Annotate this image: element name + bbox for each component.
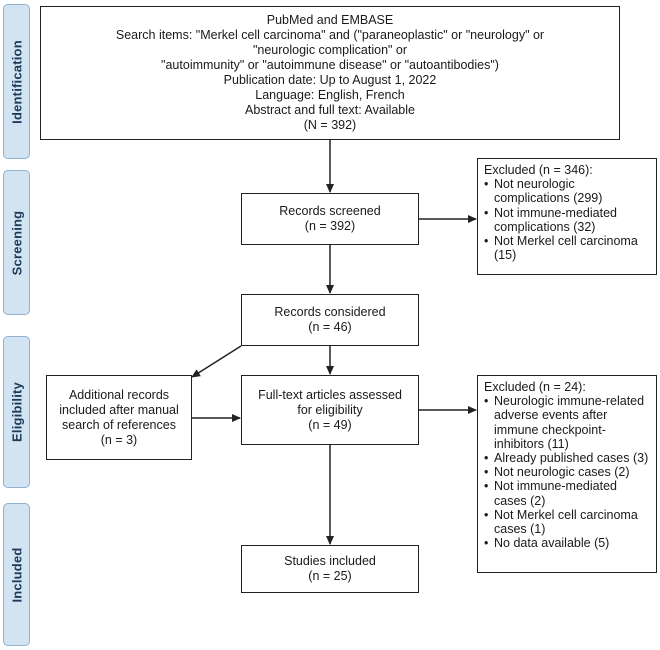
records-considered-count: (n = 46) [308, 320, 352, 334]
excluded-screening-title: Excluded (n = 346): [484, 163, 593, 177]
excluded-eligibility-list: Neurologic immune-related adverse events… [484, 394, 650, 550]
phase-eligibility: Eligibility [3, 336, 30, 488]
arrow-considered-to-additional [191, 345, 242, 378]
excluded-eligibility-item: Already published cases (3) [484, 451, 650, 465]
identification-line: "autoimmunity" or "autoimmune disease" o… [161, 58, 499, 72]
fulltext-articles-line: Full-text articles assessed [258, 387, 402, 402]
excluded-eligibility-box: Excluded (n = 24): Neurologic immune-rel… [477, 375, 657, 573]
excluded-eligibility-item: Not neurologic cases (2) [484, 465, 650, 479]
phase-screening: Screening [3, 170, 30, 315]
studies-included-count: (n = 25) [308, 569, 352, 583]
records-screened-count: (n = 392) [304, 219, 356, 233]
excluded-screening-item: Not neurologic complications (299) [484, 177, 650, 205]
phase-included: Included [3, 503, 30, 646]
excluded-screening-list: Not neurologic complications (299) Not i… [484, 177, 650, 262]
records-screened-box: Records screened (n = 392) [241, 193, 419, 245]
studies-included-title: Studies included [284, 554, 376, 568]
additional-records-line: Additional records [68, 387, 170, 402]
identification-line: PubMed and EMBASE [266, 13, 394, 27]
excluded-eligibility-item: Not Merkel cell carcinoma cases (1) [484, 508, 650, 536]
records-considered-title: Records considered [274, 305, 386, 319]
identification-line: "neurologic complication" or [252, 43, 408, 57]
excluded-eligibility-item: Not immune-mediated cases (2) [484, 479, 650, 507]
identification-line: (N = 392) [303, 118, 357, 132]
excluded-screening-item: Not immune-mediated complications (32) [484, 206, 650, 234]
identification-box: PubMed and EMBASE Search items: "Merkel … [40, 6, 620, 140]
excluded-eligibility-item: Neurologic immune-related adverse events… [484, 394, 650, 451]
excluded-eligibility-title: Excluded (n = 24): [484, 380, 586, 394]
studies-included-box: Studies included (n = 25) [241, 545, 419, 593]
excluded-screening-item: Not Merkel cell carcinoma (15) [484, 234, 650, 262]
identification-line: Search items: "Merkel cell carcinoma" an… [115, 28, 545, 42]
identification-line: Abstract and full text: Available [244, 103, 415, 117]
additional-records-line: search of references [62, 417, 176, 432]
records-considered-box: Records considered (n = 46) [241, 294, 419, 346]
identification-line: Publication date: Up to August 1, 2022 [223, 73, 437, 87]
phase-identification: Identification [3, 4, 30, 159]
identification-line: Language: English, French [255, 88, 405, 102]
fulltext-articles-box: Full-text articles assessed for eligibil… [241, 375, 419, 445]
fulltext-articles-line: for eligibility [297, 402, 363, 417]
additional-records-box: Additional records included after manual… [46, 375, 192, 460]
additional-records-line: included after manual [59, 402, 179, 417]
excluded-eligibility-item: No data available (5) [484, 536, 650, 550]
records-screened-title: Records screened [279, 204, 381, 218]
additional-records-line: (n = 3) [100, 432, 138, 447]
fulltext-articles-line: (n = 49) [308, 417, 352, 432]
excluded-screening-box: Excluded (n = 346): Not neurologic compl… [477, 158, 657, 275]
